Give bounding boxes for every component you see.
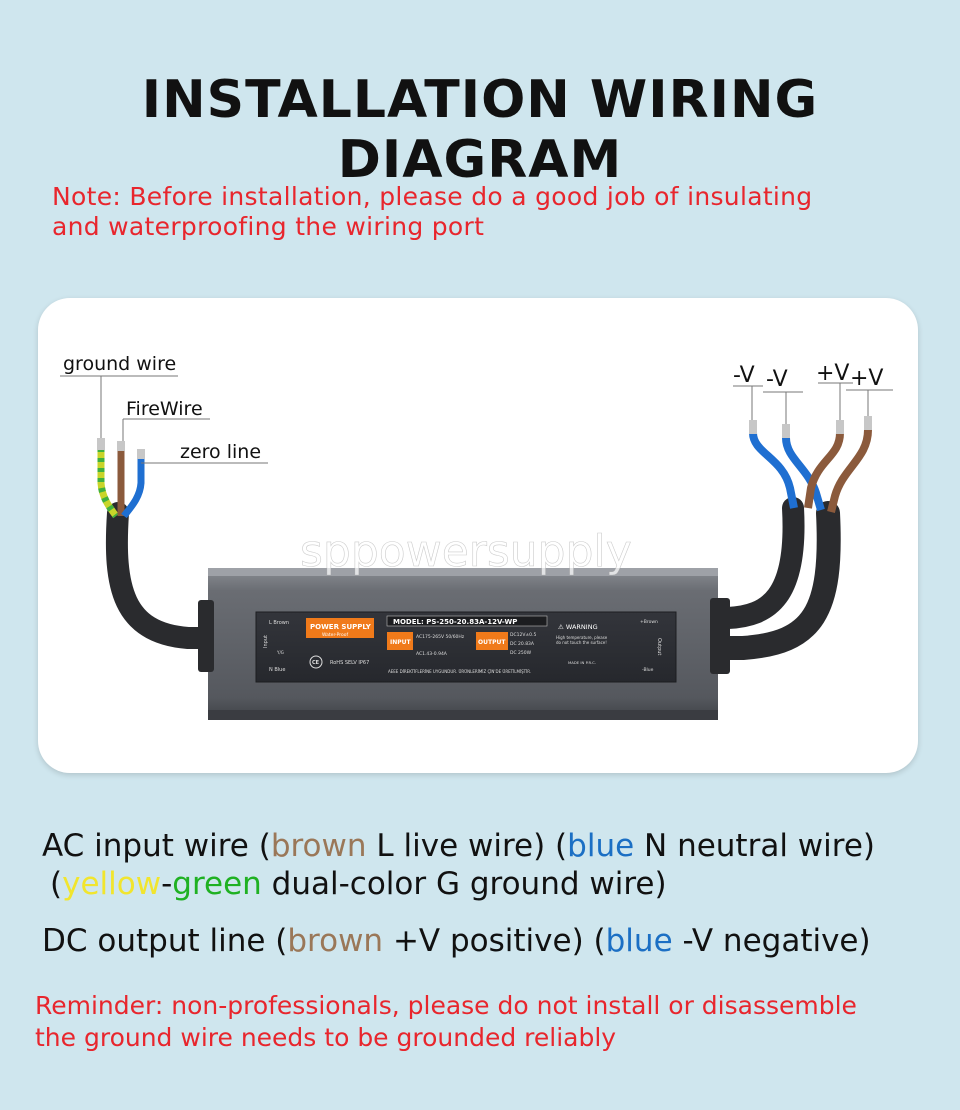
plate-warning-text-1: High temperature, please bbox=[556, 635, 608, 640]
output-cable-bottom bbox=[696, 501, 841, 660]
plate-model: MODEL: PS-250-20.83A-12V-WP bbox=[393, 618, 517, 626]
plate-plus-brown: +Brown bbox=[640, 619, 658, 625]
dc-output-description: DC output line (brown +V positive) (blue… bbox=[42, 923, 871, 959]
page-title: INSTALLATION WIRING DIAGRAM bbox=[141, 70, 819, 190]
plate-output-power: DC 250W bbox=[510, 650, 532, 656]
plate-brand: POWER SUPPLY bbox=[310, 623, 372, 631]
ac-brown-word: brown bbox=[270, 828, 367, 864]
output-label-pos-2: +V bbox=[850, 366, 883, 391]
plate-input-tag: INPUT bbox=[390, 639, 412, 646]
wiring-diagram-card: ground wire FireWire zero line -V -V +V … bbox=[38, 298, 918, 773]
ac-neutral-text: N neutral wire) bbox=[634, 828, 875, 864]
plate-l-brown: L Brown bbox=[269, 620, 289, 626]
plate-output-voltage: DC12V±0.5 bbox=[510, 632, 536, 638]
output-wire-blue-1 bbox=[749, 432, 798, 509]
plate-input-spec: AC175-265V 50/60Hz bbox=[416, 634, 465, 640]
plate-warning: ⚠ WARNING bbox=[558, 623, 598, 631]
output-cable-top bbox=[697, 497, 805, 629]
reminder-line-1: Reminder: non-professionals, please do n… bbox=[35, 991, 857, 1020]
dc-negative-text: -V negative) bbox=[672, 923, 871, 959]
input-cable bbox=[105, 502, 221, 649]
ground-open-paren: ( bbox=[50, 866, 63, 902]
plate-output-side: Output bbox=[656, 638, 662, 655]
ground-rest-text: dual-color G ground wire) bbox=[261, 866, 667, 902]
output-label-neg-2: -V bbox=[766, 367, 788, 392]
plate-brand-sub: Water-Proof bbox=[322, 632, 349, 638]
plate-cert: RoHS SELV IP67 bbox=[330, 660, 369, 666]
plate-minus-blue: -Blue bbox=[642, 667, 654, 673]
plate-input-side: Input bbox=[263, 635, 269, 648]
plate-ce: CE bbox=[312, 660, 320, 666]
dc-brown-word: brown bbox=[287, 923, 384, 959]
ground-yellow-word: yellow bbox=[62, 866, 162, 902]
ground-description: (yellow-green dual-color G ground wire) bbox=[50, 866, 667, 902]
watermark: sppowersupply bbox=[300, 526, 632, 577]
dc-blue-word: blue bbox=[605, 923, 673, 959]
fire-wire-label: FireWire bbox=[126, 398, 203, 420]
note-line-1: Note: Before installation, please do a g… bbox=[52, 182, 813, 211]
plate-warning-text-2: do not touch the surface! bbox=[556, 640, 607, 645]
dc-prefix: DC output line ( bbox=[42, 923, 288, 959]
reminder: Reminder: non-professionals, please do n… bbox=[35, 990, 857, 1054]
zero-line-label: zero line bbox=[180, 441, 261, 463]
note-line-2: and waterproofing the wiring port bbox=[52, 212, 485, 241]
ac-blue-word: blue bbox=[567, 828, 635, 864]
ac-input-description: AC input wire (brown L live wire) (blue … bbox=[42, 828, 875, 864]
power-supply-unit: L Brown N Blue Input Y/G POWER SUPPLY Wa… bbox=[198, 568, 730, 720]
plate-made-in: MADE IN P.R.C. bbox=[568, 660, 596, 665]
plate-yg: Y/G bbox=[276, 650, 284, 655]
ac-live-text: L live wire) ( bbox=[366, 828, 568, 864]
plate-output-tag: OUTPUT bbox=[478, 639, 506, 646]
installation-note: Note: Before installation, please do a g… bbox=[52, 182, 812, 242]
output-label-neg-1: -V bbox=[733, 363, 755, 388]
zero-wire-blue bbox=[121, 458, 145, 519]
plate-n-blue: N Blue bbox=[269, 667, 285, 673]
reminder-line-2: the ground wire needs to be grounded rel… bbox=[35, 1023, 617, 1052]
ground-dash: - bbox=[161, 866, 173, 902]
output-wire-blue-2 bbox=[782, 437, 825, 512]
output-wire-brown-1 bbox=[804, 432, 844, 509]
ac-prefix: AC input wire ( bbox=[42, 828, 271, 864]
plate-output-current: DC 20.83A bbox=[510, 641, 535, 647]
wiring-diagram: ground wire FireWire zero line -V -V +V … bbox=[60, 353, 893, 720]
ground-wire-label: ground wire bbox=[63, 353, 176, 375]
output-label-pos-1: +V bbox=[816, 361, 849, 386]
ground-green-word: green bbox=[172, 866, 262, 902]
plate-input-current: AC1.43-0.94A bbox=[416, 651, 448, 657]
plate-bottom-text: AEEE DİREKTİFLERİNE UYGUNDUR. ÜRÜNLERİMİ… bbox=[388, 669, 531, 674]
output-wire-brown-2 bbox=[827, 429, 872, 513]
dc-positive-text: +V positive) ( bbox=[383, 923, 606, 959]
